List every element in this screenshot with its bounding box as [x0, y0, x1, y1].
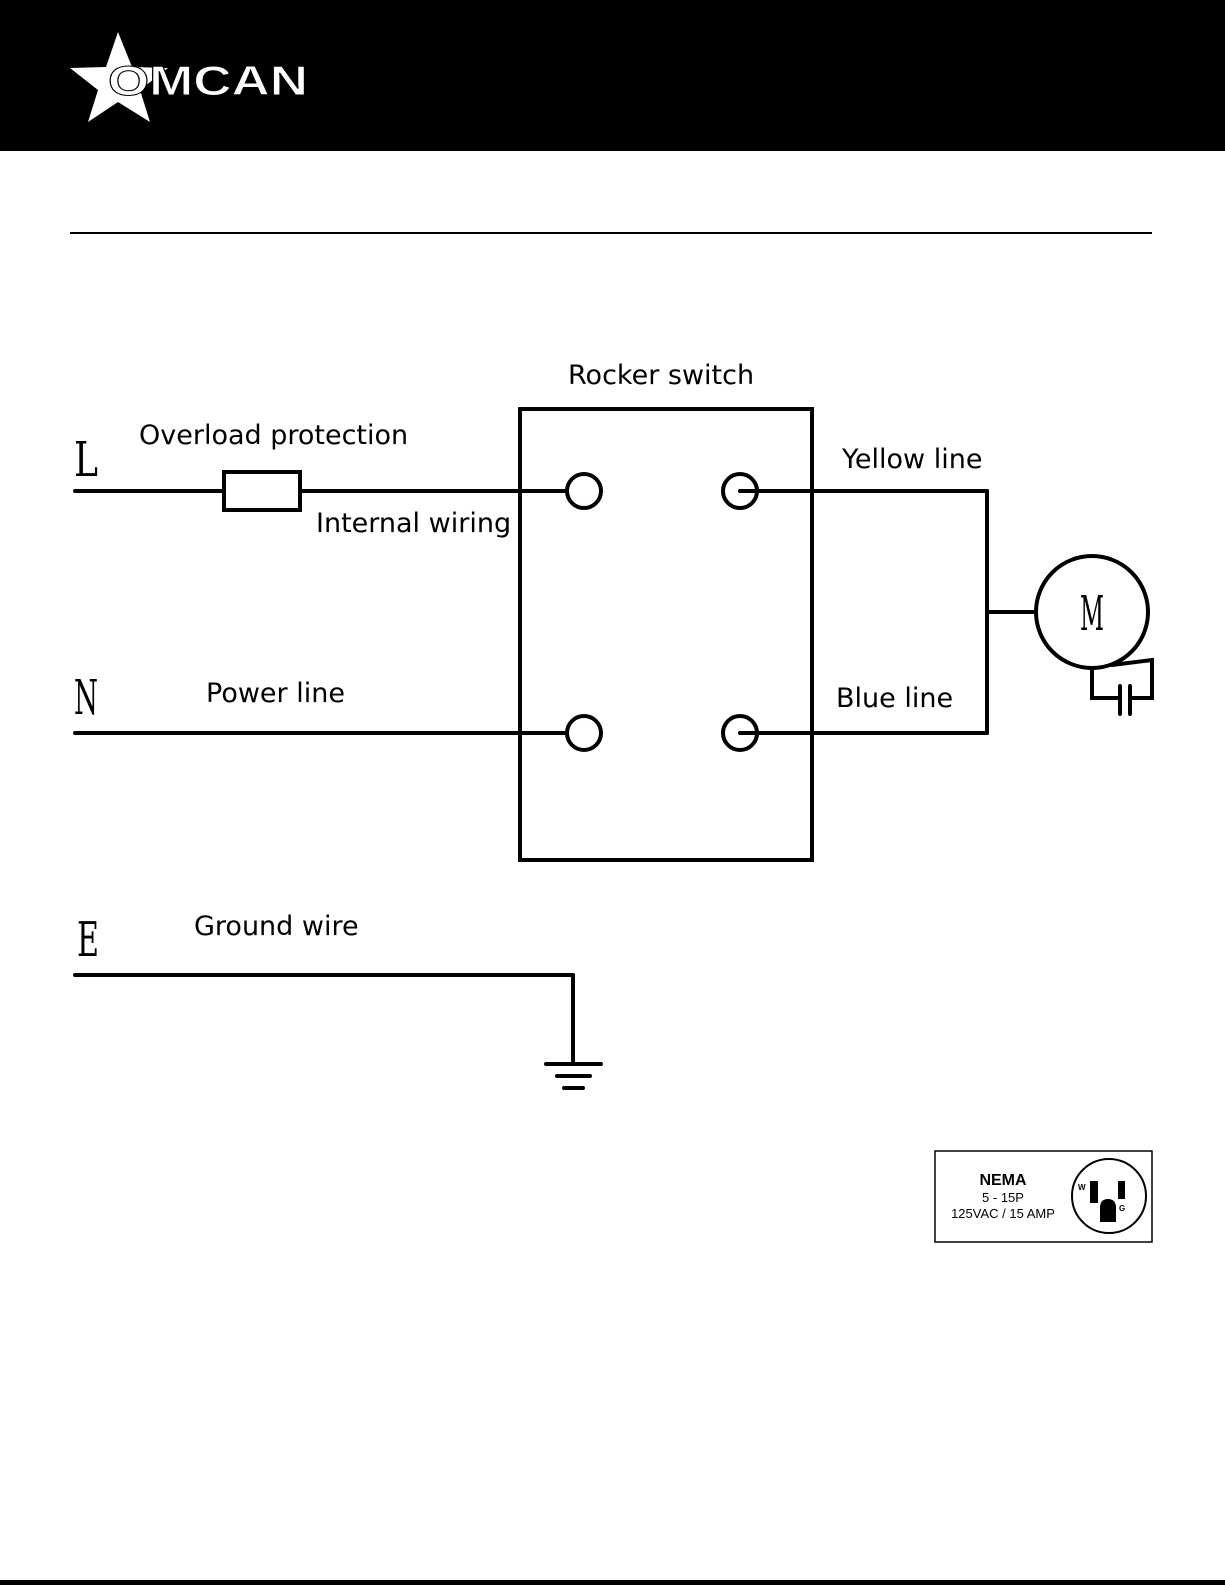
- terminal-n-label: N: [74, 670, 98, 726]
- power-line-label: Power line: [206, 678, 345, 709]
- yellow-line-label: Yellow line: [841, 444, 982, 475]
- switch-terminal-bottom-left: [567, 716, 601, 750]
- motor-label: M: [1080, 586, 1104, 642]
- nema-rating: 125VAC / 15 AMP: [951, 1206, 1055, 1221]
- rocker-switch-box: [520, 409, 812, 860]
- switch-title: Rocker switch: [568, 360, 754, 391]
- blue-line-label: Blue line: [836, 683, 953, 714]
- plug-w-label: W: [1078, 1183, 1086, 1192]
- terminal-e-label: E: [77, 912, 99, 968]
- nema-type: 5 - 15P: [982, 1190, 1024, 1205]
- terminal-l-label: L: [74, 432, 98, 488]
- fuse-icon: [224, 472, 300, 510]
- ground-symbol-icon: [546, 1064, 601, 1088]
- footer-bar: [0, 1580, 1225, 1585]
- internal-wiring-label: Internal wiring: [316, 508, 511, 539]
- plug-outlet-icon: W G: [1072, 1159, 1146, 1233]
- nema-title: NEMA: [979, 1172, 1027, 1189]
- ground-label: Ground wire: [194, 911, 359, 942]
- switch-terminal-top-left: [567, 474, 601, 508]
- plug-g-label: G: [1119, 1204, 1125, 1213]
- overload-label: Overload protection: [139, 420, 408, 451]
- nema-plug-spec: NEMA 5 - 15P 125VAC / 15 AMP W G: [935, 1151, 1152, 1242]
